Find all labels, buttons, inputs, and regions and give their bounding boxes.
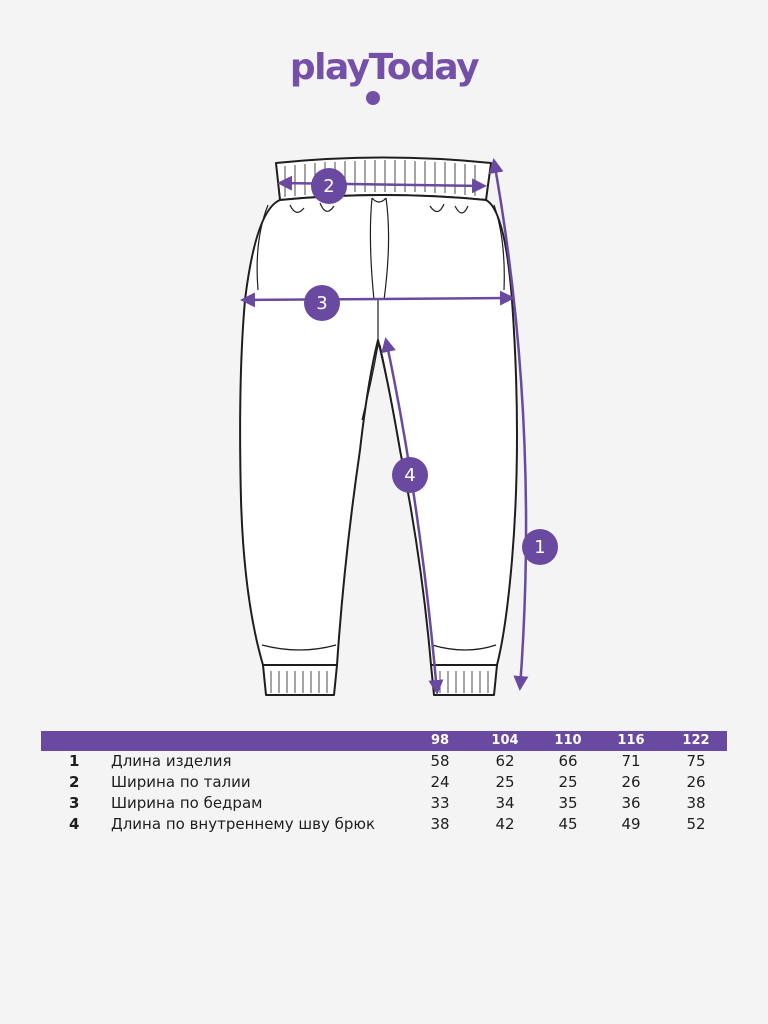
table-row: 3 Ширина по бедрам 33 34 35 36 38	[41, 793, 727, 814]
row-number: 4	[69, 815, 80, 833]
row-value: 38	[686, 794, 706, 812]
svg-text:4: 4	[404, 465, 415, 486]
row-value: 25	[558, 773, 578, 791]
left-cuff	[262, 664, 338, 696]
waistband	[275, 156, 492, 201]
measure-marker-3: 3	[304, 285, 340, 321]
size-table-header: 98 104 110 116 122	[41, 731, 727, 751]
row-value: 71	[621, 752, 641, 770]
row-value: 36	[621, 794, 641, 812]
row-value: 38	[430, 815, 450, 833]
measure-line-3-hips	[240, 290, 515, 308]
row-value: 45	[558, 815, 578, 833]
row-value: 24	[430, 773, 450, 791]
row-value: 35	[558, 794, 578, 812]
row-value: 33	[430, 794, 450, 812]
row-value: 52	[686, 815, 706, 833]
table-row: 1 Длина изделия 58 62 66 71 75	[41, 751, 727, 772]
measure-line-1-length	[488, 158, 529, 691]
size-header-104: 104	[491, 733, 519, 748]
row-value: 62	[495, 752, 515, 770]
row-value: 26	[686, 773, 706, 791]
row-number: 1	[69, 752, 80, 770]
table-row: 2 Ширина по талии 24 25 25 26 26	[41, 772, 727, 793]
size-header-116: 116	[617, 733, 645, 748]
row-label: Ширина по бедрам	[111, 794, 263, 812]
row-value: 42	[495, 815, 515, 833]
size-header-98: 98	[430, 733, 450, 748]
measure-marker-2: 2	[311, 168, 347, 204]
row-value: 25	[495, 773, 515, 791]
measure-line-4-inseam	[381, 337, 444, 695]
size-header-110: 110	[554, 733, 582, 748]
measure-marker-4: 4	[392, 457, 428, 493]
size-header-122: 122	[682, 733, 710, 748]
pants-drawing	[239, 156, 518, 696]
row-value: 49	[621, 815, 641, 833]
row-value: 58	[430, 752, 450, 770]
pants-body	[239, 194, 518, 666]
svg-text:1: 1	[534, 537, 545, 558]
left-pocket	[256, 204, 269, 291]
row-label: Длина по внутреннему шву брюк	[111, 815, 376, 833]
svg-text:2: 2	[323, 176, 334, 197]
brand-logo: playToday	[289, 47, 480, 88]
row-label: Ширина по талии	[111, 773, 251, 791]
pants-measurement-diagram: 2 3 4 1	[239, 156, 558, 696]
size-table-body: 1 Длина изделия 58 62 66 71 75 2 Ширина …	[41, 751, 727, 835]
row-value: 66	[558, 752, 578, 770]
row-number: 2	[69, 773, 80, 791]
drawstring	[369, 197, 390, 301]
size-table: 98 104 110 116 122 1 Длина изделия 58 62…	[41, 731, 727, 835]
measure-marker-1: 1	[522, 529, 558, 565]
table-row: 4 Длина по внутреннему шву брюк 38 42 45…	[41, 814, 727, 835]
row-value: 75	[686, 752, 706, 770]
row-number: 3	[69, 794, 80, 812]
svg-text:3: 3	[316, 293, 327, 314]
row-label: Длина изделия	[111, 752, 232, 770]
brand-logo-dot	[366, 91, 380, 105]
row-value: 34	[495, 794, 515, 812]
row-value: 26	[621, 773, 641, 791]
